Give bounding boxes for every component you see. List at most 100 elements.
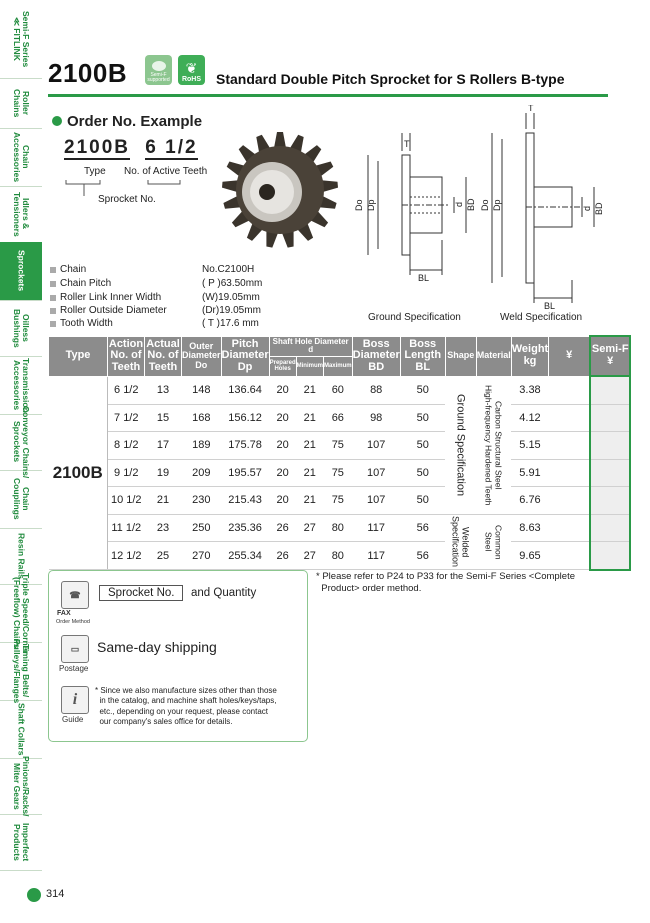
sidebar-tab-shaft-collars[interactable]: Shaft Collars (0, 700, 42, 759)
sidebar-tab-oilless-bushings[interactable]: Oilless Bushings (0, 300, 42, 357)
dimension-table: Type Action No. of Teeth Actual No. of T… (48, 335, 632, 571)
weld-spec-drawing (491, 113, 595, 303)
sprocket-no-label: Sprocket No. (98, 194, 156, 205)
type-label: Type (84, 166, 106, 177)
table-cell: 50 (400, 404, 446, 432)
sidebar-tab-transmission[interactable]: Transmission Accessories (0, 356, 42, 415)
shape-welded: Welded Specification (445, 513, 477, 570)
table-cell: 19 (144, 459, 182, 487)
semi-f-price-cell (589, 513, 632, 542)
table-cell: 75 (323, 459, 353, 487)
table-cell: 27 (296, 513, 324, 542)
sidebar-tab-imperfect[interactable]: Imperfect Products (0, 814, 42, 871)
weight-cell: 3.38 (511, 376, 549, 405)
table-cell: 60 (323, 376, 353, 405)
table-cell: 195.57 (221, 459, 270, 487)
table-cell: 50 (400, 459, 446, 487)
sprocket-tooth (274, 132, 286, 148)
table-cell: 50 (400, 486, 446, 515)
table-cell: 56 (400, 541, 446, 570)
page-marker-icon (27, 888, 41, 902)
table-cell: 56 (400, 513, 446, 542)
table-cell: 21 (296, 486, 324, 515)
do-label-weld: Do (480, 199, 490, 211)
sidebar-tab-resin-rails[interactable]: Resin Rails (0, 528, 42, 585)
semi-f-price-cell (589, 431, 632, 460)
table-cell: 107 (352, 459, 401, 487)
th-pitch: Pitch Diameter Dp (220, 335, 270, 377)
order-info-box: ☎ FAX Order Method Sprocket No. and Quan… (48, 570, 308, 742)
page-title: 2100B (48, 58, 128, 88)
table-cell: 21 (296, 431, 324, 460)
table-cell: 215.43 (221, 486, 270, 515)
table-cell: 20 (269, 404, 297, 432)
semi-f-price-cell (589, 404, 632, 432)
sidebar-tab-timing-belts[interactable]: Timing Belts/ Pulleys/Flanges (0, 639, 42, 703)
do-label: Do (354, 199, 364, 211)
bd-label: BD (466, 198, 476, 211)
sidebar-tab-semi-f[interactable]: Semi-F Series ≪ FITLINK (0, 0, 42, 79)
spec-roller-diameter: Roller Outside Diameter(Dr)19.05mm (50, 305, 261, 316)
bl-label: BL (418, 273, 429, 283)
table-cell: 98 (352, 404, 401, 432)
material-common: Common Steel (476, 513, 512, 570)
th-shape: Shape (444, 335, 477, 377)
sprocket-no-box: Sprocket No. (99, 585, 184, 601)
semi-f-note: * Please refer to P24 to P33 for the Sem… (316, 571, 576, 594)
sprocket-tooth (266, 230, 279, 248)
table-cell: 50 (400, 376, 446, 405)
spec-chain-pitch: Chain Pitch( P )63.50mm (50, 278, 262, 289)
order-code: 2100B 6 1/2 (64, 137, 198, 160)
sidebar-tab-pinions[interactable]: Pinions/Racks/ Miter Gears (0, 756, 42, 816)
th-weight: Weight kg (510, 335, 550, 377)
quantity-label: and Quantity (191, 587, 257, 599)
table-cell: 23 (144, 513, 182, 542)
spec-tooth-width: Tooth Width( T )17.6 mm (50, 318, 259, 329)
weight-cell: 9.65 (511, 541, 549, 570)
table-cell: 25 (144, 541, 182, 570)
semi-f-price-cell (589, 541, 632, 571)
table-cell: 7 1/2 (107, 404, 145, 432)
th-boss-diameter: Boss Diameter BD (351, 335, 401, 377)
table-cell: 148 (181, 376, 222, 405)
table-cell: 26 (269, 541, 297, 570)
fax-icon: ☎ (61, 581, 89, 609)
sidebar-tab-chain-accessories[interactable]: Chain Accessories (0, 128, 42, 187)
bl-label-weld: BL (544, 301, 555, 311)
table-cell: 8 1/2 (107, 431, 145, 460)
ground-spec-caption: Ground Specification (368, 312, 461, 323)
table-cell: 75 (323, 431, 353, 460)
d-label-weld: d (582, 206, 592, 211)
d-label: d (454, 202, 464, 207)
sidebar-tab-couplings[interactable]: Chain Couplings (0, 470, 42, 529)
table-cell: 235.36 (221, 513, 270, 542)
spec-inner-width: Roller Link Inner Width(W)19.05mm (50, 292, 260, 303)
dp-label: Dp (366, 199, 376, 211)
sidebar-tab-conveyor[interactable]: Conveyor Chains/ Sprockets (0, 406, 42, 478)
table-cell: 26 (269, 513, 297, 542)
technical-drawings: T Do Dp d BD BL T Do Dp d BD BL (354, 105, 604, 311)
price-cell (548, 404, 591, 432)
table-cell: 13 (144, 376, 182, 405)
table-cell: 255.34 (221, 541, 270, 570)
table-cell: 50 (400, 431, 446, 460)
cube-icon (151, 61, 166, 71)
table-cell: 15 (144, 404, 182, 432)
table-cell: 117 (352, 541, 401, 570)
teeth-label: No. of Active Teeth (124, 166, 208, 177)
sidebar-tab-freeflow[interactable]: Triple Speed/Corner (Freeflow) Chains (0, 573, 42, 653)
sidebar-tab-roller-chains[interactable]: Roller Chains (0, 78, 42, 129)
sidebar-tab-idlers[interactable]: Idlers & Tensioners (0, 186, 42, 243)
th-action: Action No. of Teeth (107, 335, 145, 377)
category-sidebar: Semi-F Series ≪ FITLINK Roller Chains Ch… (0, 0, 42, 923)
table-cell: 80 (323, 541, 353, 570)
table-cell: 21 (296, 376, 324, 405)
info-icon: i (61, 686, 89, 714)
sidebar-tab-sprockets[interactable]: Sprockets (0, 242, 42, 301)
table-cell: 168 (181, 404, 222, 432)
th-shaft: Shaft Hole Diameter d (268, 335, 353, 357)
